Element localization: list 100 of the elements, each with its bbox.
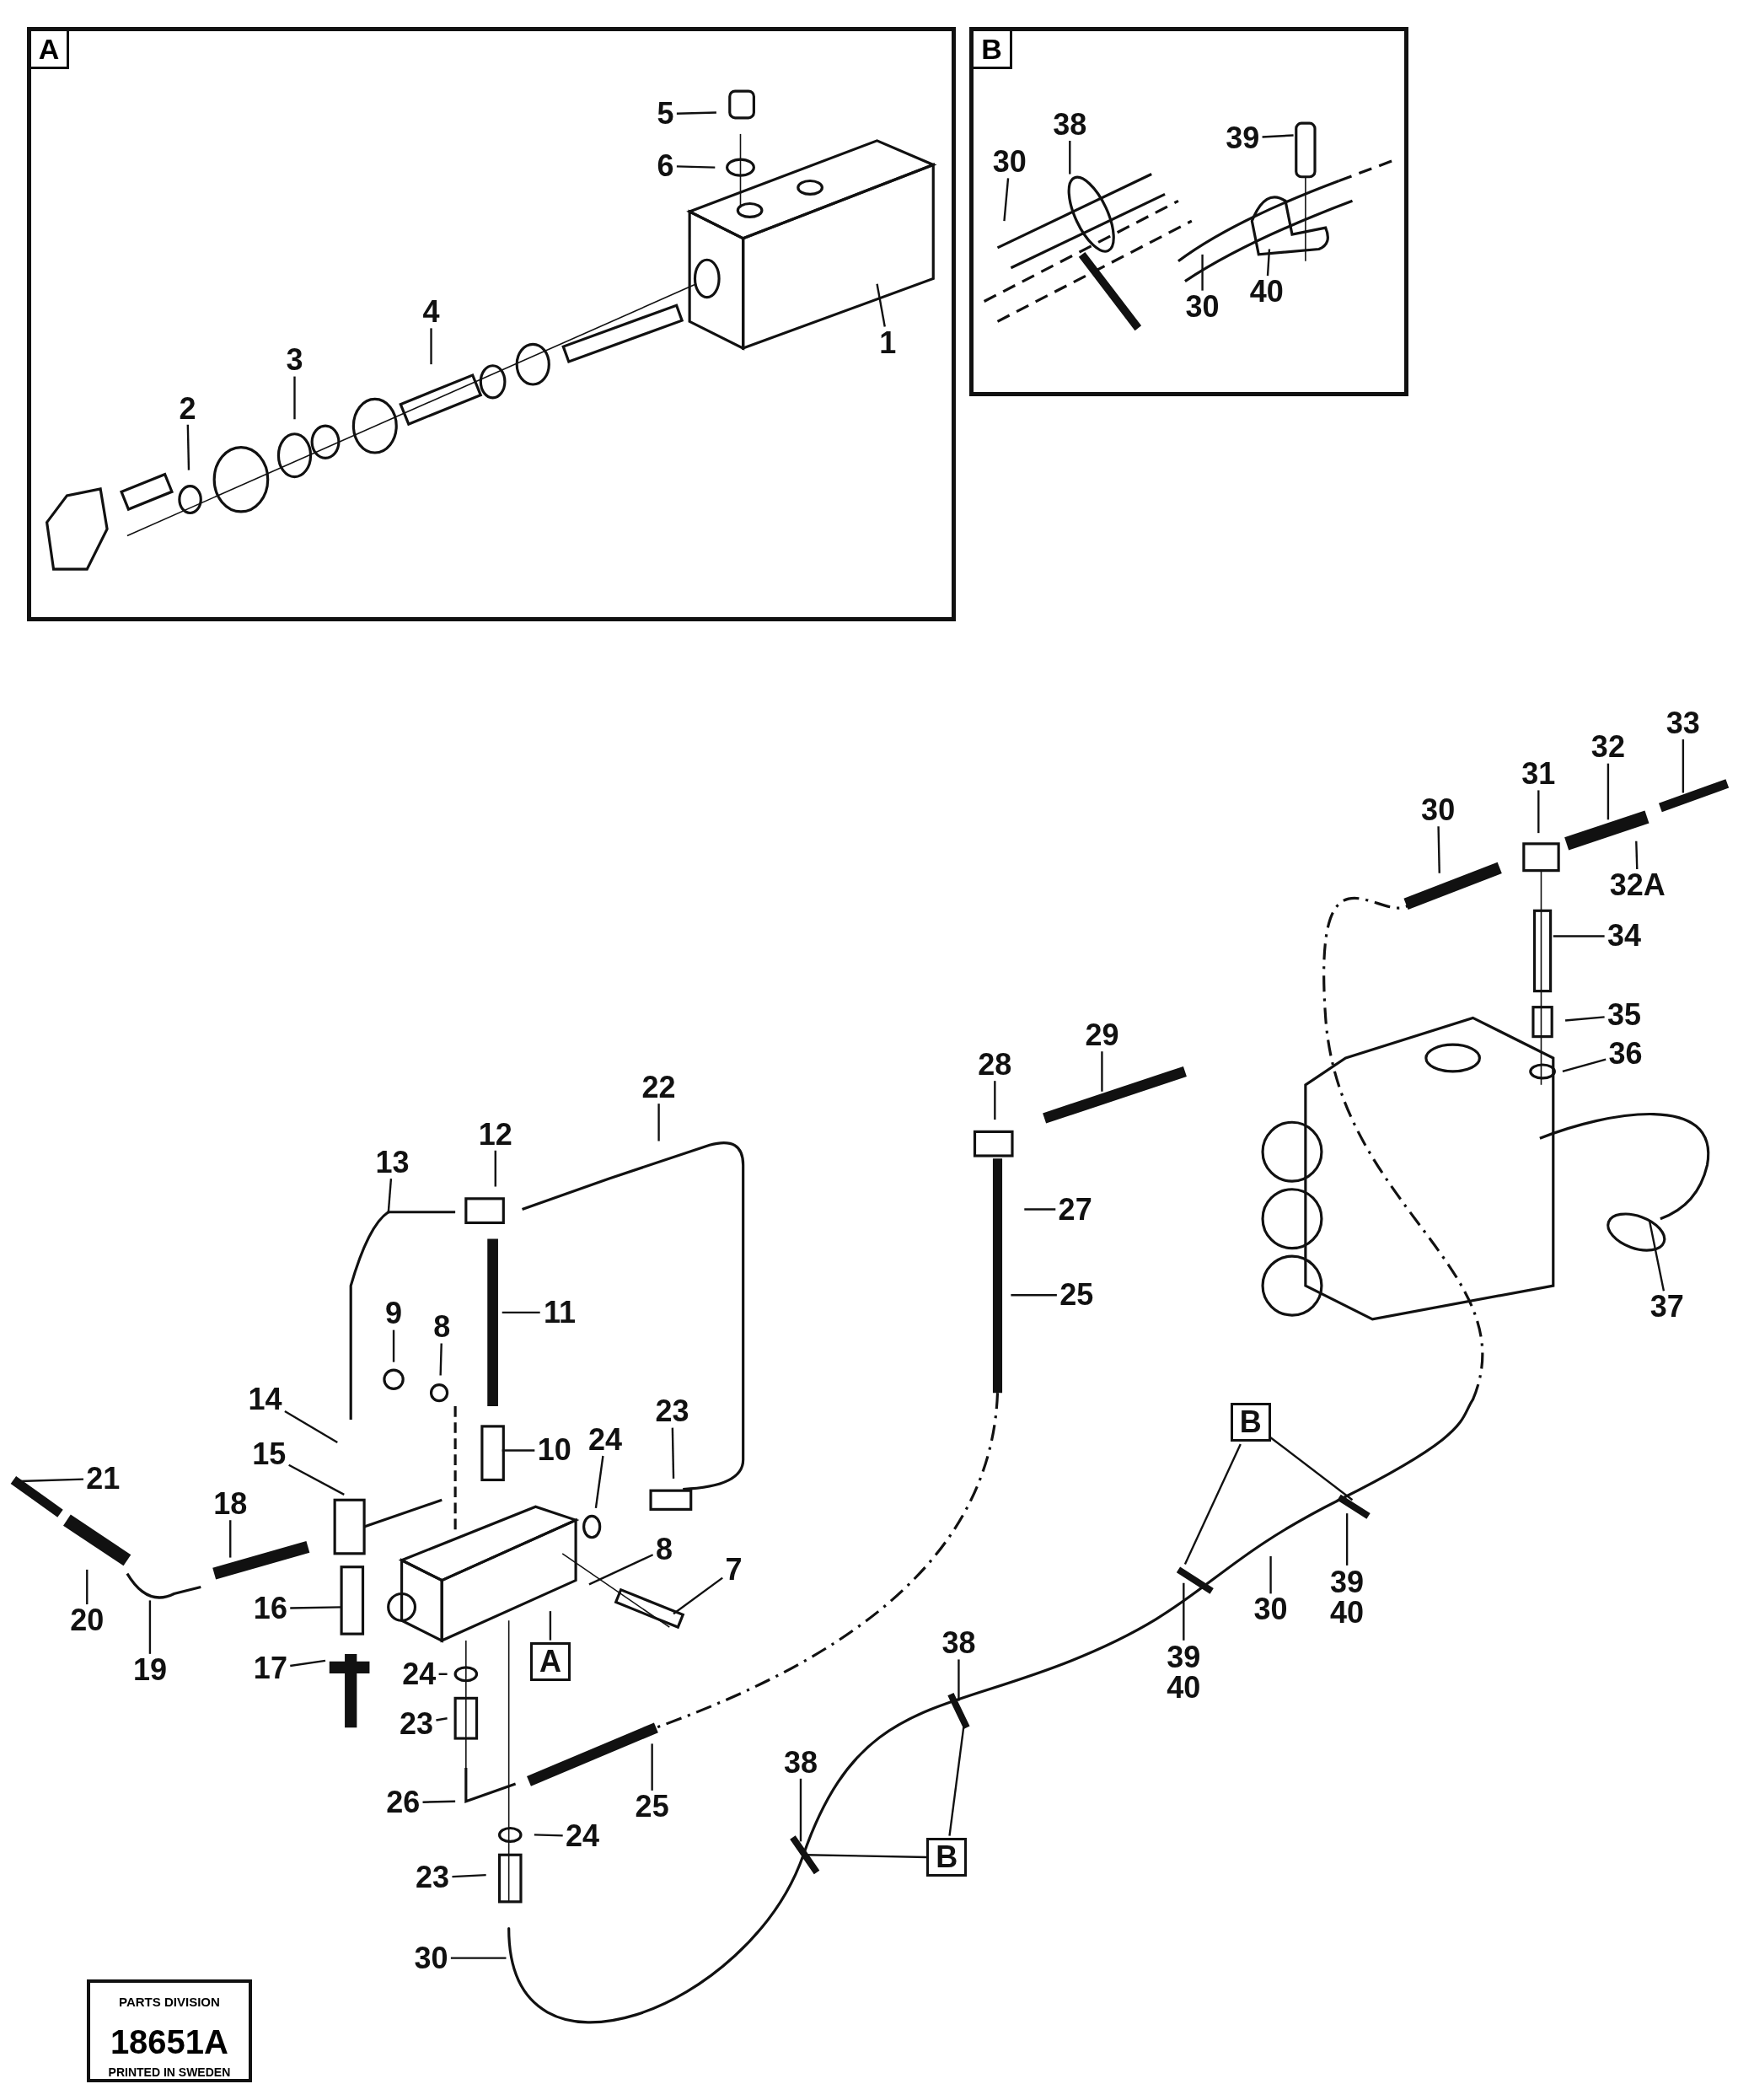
- leader-line: [148, 1600, 152, 1654]
- leader-line: [430, 328, 432, 365]
- leader-line: [994, 1081, 996, 1120]
- detail-reference: B: [1230, 1403, 1271, 1442]
- callout-number: 23: [655, 1396, 689, 1427]
- leader-line: [1564, 1016, 1605, 1022]
- callout-number: 2: [179, 393, 196, 424]
- drawing-number: 18651A: [109, 2022, 229, 2061]
- callout-number: 8: [655, 1534, 673, 1565]
- callout-number: 3: [286, 345, 303, 376]
- callout-number: 10: [537, 1435, 571, 1466]
- callout-number: 4: [422, 297, 440, 328]
- leader-line: [657, 1104, 660, 1141]
- callout-number: 33: [1666, 707, 1700, 738]
- callout-number: 13: [375, 1147, 410, 1178]
- callout-number: 22: [641, 1071, 676, 1103]
- stamp-text: PARTS DIVISION: [118, 1994, 221, 2009]
- callout-number: 6: [657, 150, 674, 181]
- callout-number: 28: [978, 1049, 1012, 1080]
- callout-number: 17: [253, 1653, 287, 1684]
- leader-line: [1649, 1221, 1666, 1292]
- callout-number: 37: [1649, 1292, 1684, 1323]
- leader-line: [450, 1957, 507, 1959]
- leader-line: [1011, 1294, 1057, 1297]
- callout-number: 40: [1330, 1598, 1365, 1629]
- leader-line: [19, 1478, 83, 1483]
- callout-number: 29: [1085, 1020, 1119, 1050]
- leader-line: [1183, 1582, 1185, 1641]
- callout-number: 25: [635, 1791, 669, 1822]
- leader-line: [676, 165, 716, 169]
- leader-line: [438, 1673, 448, 1675]
- leader-line: [502, 1449, 535, 1452]
- leader-line: [1266, 249, 1271, 277]
- leader-line: [186, 424, 190, 470]
- leader-line: [494, 1150, 496, 1187]
- leader-line: [1262, 134, 1294, 138]
- leader-line: [671, 1427, 675, 1479]
- callout-number: 30: [1253, 1594, 1288, 1625]
- leader-line: [549, 1611, 552, 1641]
- leader-line: [1553, 935, 1605, 937]
- detail-letter: B: [974, 30, 1012, 69]
- leader-line: [452, 1873, 486, 1878]
- leader-line: [422, 1800, 456, 1803]
- leader-line: [676, 111, 716, 115]
- leader-line: [86, 1569, 89, 1605]
- leader-line: [1069, 140, 1071, 175]
- callout-number: 7: [725, 1554, 743, 1585]
- stamp-text: PRINTED IN SWEDEN: [107, 2065, 232, 2079]
- callout-number: 14: [248, 1384, 282, 1415]
- callout-number: 21: [86, 1463, 121, 1494]
- leader-line: [594, 1455, 604, 1508]
- leader-line: [651, 1743, 653, 1791]
- callout-number: 16: [253, 1592, 287, 1624]
- leader-line: [229, 1520, 232, 1558]
- callout-number: 30: [992, 147, 1027, 178]
- callout-number: 26: [386, 1787, 421, 1818]
- leader-line: [958, 1659, 960, 1701]
- leader-line: [392, 1329, 395, 1362]
- leader-line: [439, 1343, 443, 1376]
- detail-letter: A: [30, 30, 70, 69]
- callout-number: 1: [879, 327, 897, 358]
- callout-number: 11: [544, 1297, 577, 1328]
- detail-reference: A: [529, 1642, 571, 1682]
- callout-number: 5: [657, 99, 674, 129]
- callout-number: 32: [1590, 732, 1625, 763]
- leader-line: [1345, 1513, 1349, 1566]
- leader-line: [290, 1606, 342, 1609]
- leader-line: [436, 1717, 448, 1721]
- callout-number: 8: [433, 1312, 451, 1343]
- leader-line: [1682, 739, 1685, 793]
- callout-number: 39: [1330, 1567, 1365, 1598]
- leader-line: [1003, 178, 1010, 222]
- leader-line: [1269, 1556, 1272, 1594]
- leader-line: [290, 1659, 326, 1668]
- leader-line: [1101, 1051, 1103, 1092]
- callout-number: 23: [416, 1862, 450, 1893]
- callout-number: 9: [385, 1298, 403, 1329]
- callout-number: 38: [941, 1628, 976, 1659]
- callout-number: 15: [252, 1439, 287, 1470]
- leader-line: [806, 1854, 927, 1859]
- callout-number: 18: [213, 1489, 248, 1519]
- callout-number: 40: [1249, 277, 1284, 308]
- detail-frame: [26, 26, 957, 622]
- leader-line: [1269, 1437, 1354, 1501]
- leader-line: [1024, 1208, 1056, 1211]
- leader-line: [288, 1464, 345, 1496]
- leader-line: [502, 1311, 540, 1314]
- callout-number: 32A: [1609, 870, 1666, 901]
- callout-number: 20: [70, 1605, 105, 1636]
- leader-line: [1201, 254, 1204, 291]
- detail-reference: B: [926, 1838, 968, 1877]
- callout-number: 39: [1167, 1642, 1201, 1673]
- leader-line: [387, 1179, 393, 1214]
- leader-line: [1537, 790, 1540, 834]
- leader-line: [1635, 841, 1639, 869]
- leader-line: [284, 1410, 338, 1443]
- callout-number: 38: [783, 1747, 818, 1778]
- leader-line: [534, 1834, 563, 1837]
- leader-line: [1437, 826, 1440, 873]
- callout-number: 38: [1053, 109, 1087, 140]
